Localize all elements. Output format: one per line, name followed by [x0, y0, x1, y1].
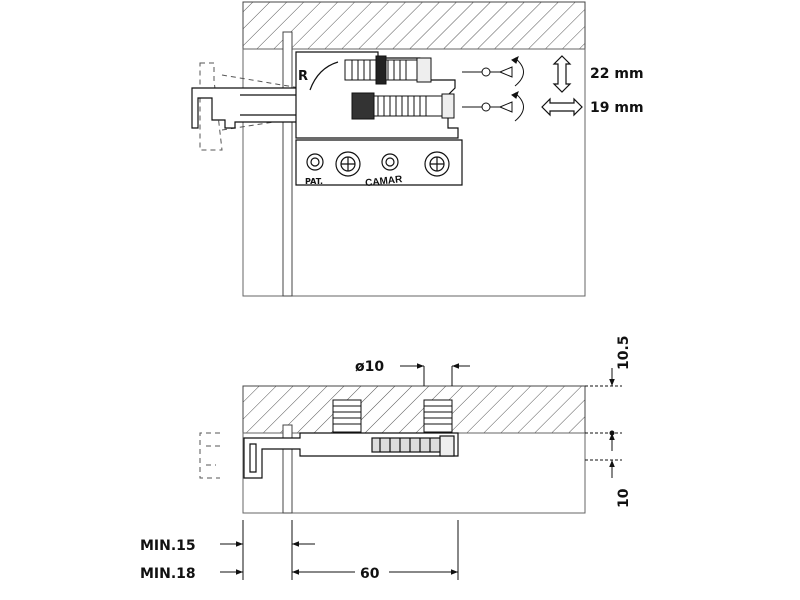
side-view: ø10 10.5 10 MIN.15 MIN.18 60: [140, 335, 632, 582]
phillips-screwdriver-icon: [462, 91, 524, 122]
dim-vertical-top-label: 10.5: [616, 335, 632, 370]
dim-min15-label: MIN.15: [140, 538, 196, 554]
top-lower-screw: [351, 92, 455, 120]
top-drawer-outline: [242, 48, 586, 297]
top-side-wall: [282, 31, 293, 297]
dim-length-label-bg: [355, 563, 389, 581]
adjustment-value-1: 22 mm: [590, 66, 644, 82]
side-dashed-hook: [199, 432, 220, 479]
side-panel-hatched: [242, 385, 586, 434]
dim-min18: [220, 520, 459, 580]
side-wall: [282, 424, 293, 514]
hole-2: [381, 153, 399, 171]
dim-min18-label: MIN.18: [140, 566, 196, 582]
dowel-1: [332, 399, 362, 433]
dim-length-label: 60: [360, 566, 380, 582]
dowel-2: [423, 399, 453, 433]
patent-label: PAT.: [305, 177, 323, 186]
side-marker: R: [298, 69, 308, 84]
top-view: R PAT. CAMAR 22 mm: [191, 1, 644, 297]
screw-head-2: [424, 151, 450, 177]
screw-head-1: [335, 151, 361, 177]
dim-vertical-bottom-label: 10: [616, 488, 632, 508]
adjustment-value-2: 19 mm: [590, 100, 644, 116]
phillips-screwdriver-icon: [462, 56, 524, 87]
top-panel-hatched: [242, 1, 586, 50]
hole-1: [306, 153, 324, 171]
dim-min15: [220, 520, 315, 580]
double-arrow-vertical-icon: [552, 55, 572, 93]
dim-vertical: [585, 368, 622, 478]
adjustment-row-2: 19 mm: [462, 91, 644, 122]
top-upper-screw: [344, 55, 432, 85]
dim-diameter-label: ø10: [355, 359, 384, 375]
brand-label: CAMAR: [365, 174, 404, 189]
dim-diameter: [400, 363, 470, 386]
adjustment-row-1: 22 mm: [462, 55, 644, 93]
mounting-plate: [295, 139, 463, 186]
double-arrow-horizontal-icon: [541, 97, 583, 117]
side-hinge-body: [243, 432, 459, 479]
